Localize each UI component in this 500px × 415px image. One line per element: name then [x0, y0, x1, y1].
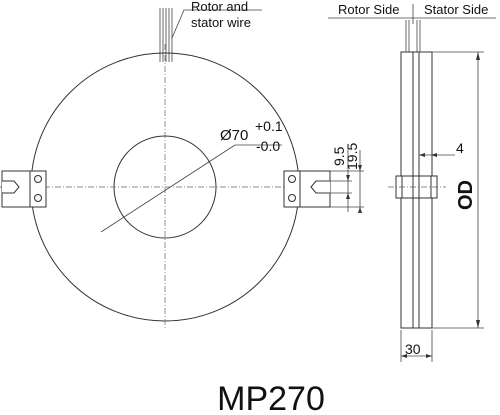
tab-dimensions: [318, 150, 364, 213]
model-name: MP270: [217, 380, 325, 415]
bore-tol-minus: -0.0: [256, 138, 280, 154]
front-view: Rotor and stator wire Ø70 +0.1: [0, 0, 364, 330]
bore-dim-leader: [100, 144, 236, 233]
wire-note-leader: [171, 9, 262, 39]
side-body: [400, 51, 433, 329]
dim-19-5: 19.5: [344, 143, 360, 170]
wire-note-line1: Rotor and: [191, 0, 248, 14]
screw-hole: [288, 175, 296, 183]
left-mounting-tab: [1, 170, 47, 208]
dim-od: OD: [455, 180, 477, 210]
dim-9-5: 9.5: [331, 146, 347, 166]
dim-4: 4: [456, 140, 464, 156]
rotor-side-label: Rotor Side: [338, 2, 399, 17]
screw-hole: [34, 194, 42, 202]
screw-hole: [288, 194, 296, 202]
bore-tol-plus: +0.1: [255, 118, 283, 134]
bore-diameter: Ø70: [220, 127, 248, 144]
dim-30: 30: [405, 341, 421, 357]
side-view: Rotor Side Stator Side 4 OD: [328, 2, 496, 362]
wire-bundle: [159, 8, 173, 62]
right-mounting-tab: [283, 170, 331, 208]
screw-hole: [34, 175, 42, 183]
wire-note-line2: stator wire: [191, 15, 251, 30]
stator-side-label: Stator Side: [424, 2, 488, 17]
